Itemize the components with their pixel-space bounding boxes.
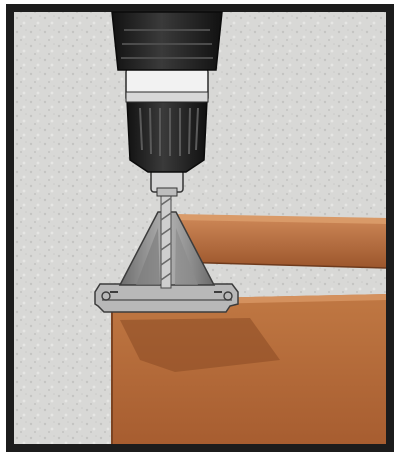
wooden-cabinet-panel [112,294,386,444]
wooden-rail [175,214,386,268]
drill-bit [161,188,171,288]
